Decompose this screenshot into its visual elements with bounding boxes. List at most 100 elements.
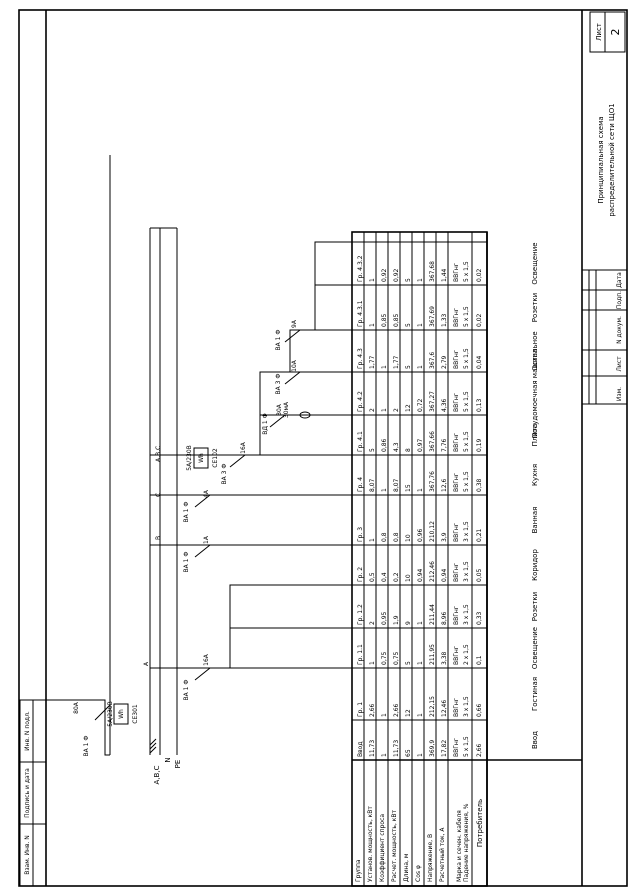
kitchen-meter	[193, 447, 209, 469]
row-header: Установ. мощность, кВт	[367, 806, 374, 882]
cell-u: 367,68	[429, 261, 436, 282]
cell-len: 5	[405, 323, 412, 327]
cell-p-calc: 0,92	[393, 268, 400, 282]
cell-i: 12,6	[441, 478, 448, 492]
n-label: N	[164, 757, 172, 762]
cell-cable-section: 3 х 1,5	[463, 604, 470, 625]
br-g42-rating: 10А	[291, 359, 298, 372]
cell-cable-section: 5 х 1,5	[463, 348, 470, 369]
cell-p-calc: 0,8	[393, 532, 400, 542]
row-header: Потребитель	[476, 799, 484, 847]
cell-u: 212,15	[429, 696, 436, 717]
sheet-label: Лист	[595, 23, 603, 41]
cell-p-calc: 4,3	[393, 442, 400, 452]
drawing-title-1: Принципиальная схема	[597, 116, 605, 203]
cell-i: 1,33	[441, 313, 448, 327]
data-table	[351, 231, 582, 887]
cell-cos: 1	[417, 278, 424, 282]
cell-len: 15	[405, 484, 412, 492]
main-meter-symbol: Wh	[118, 709, 125, 719]
cell-group: Гр. 4.3.2	[357, 255, 364, 282]
main-meter-rating: 5А/230В	[107, 701, 114, 727]
cell-kc: 1	[381, 488, 388, 492]
row-header: Группа	[355, 859, 362, 882]
cell-du: 2,66	[476, 743, 483, 757]
cell-cable-section: 5 х 1,5	[463, 391, 470, 412]
cell-cos: 1	[417, 365, 424, 369]
cell-u: 211,44	[429, 604, 436, 625]
br-g1-name: ВА 1 Ф	[183, 679, 190, 700]
cell-u: 367,76	[429, 471, 436, 492]
cell-cable-type: ВВГнг	[453, 393, 460, 412]
cell-kc: 0,4	[381, 572, 388, 582]
cell-consumer: Остальное	[531, 331, 539, 371]
cell-du: 0,05	[476, 568, 483, 582]
cell-len: 65	[405, 749, 412, 757]
rcd-rating2: 30мА	[283, 401, 290, 418]
cell-p-inst: 2	[369, 621, 376, 625]
cell-p-inst: 8,07	[369, 478, 376, 492]
cell-cable-type: ВВГнг	[453, 473, 460, 492]
cell-consumer: Кухня	[531, 464, 539, 486]
cell-p-inst: 0,5	[369, 572, 376, 582]
cell-kc: 1	[381, 753, 388, 757]
cell-group: Гр. 4.3.1	[357, 300, 364, 327]
kitchen-meter-rating: 5А/230В	[186, 445, 193, 471]
phase-c-label: C	[155, 493, 162, 497]
cell-cos: 0,96	[417, 528, 424, 542]
cell-u: 212,46	[429, 561, 436, 582]
phase-abc-label: A,B,C	[155, 446, 162, 462]
br-g2-name: ВА 1 Ф	[183, 551, 190, 572]
cell-cos: 1	[417, 753, 424, 757]
cell-du: 0,04	[476, 355, 483, 369]
cell-kc: 1	[381, 713, 388, 717]
cell-cable-section: 5 х 1,5	[463, 306, 470, 327]
cell-group: Гр. 4.1	[357, 431, 364, 452]
cell-kc: 0,95	[381, 611, 388, 625]
cell-len: 12	[405, 404, 412, 412]
kitchen-meter-model: СЕ102	[212, 448, 219, 468]
cell-consumer: Розетки	[531, 293, 539, 322]
cell-cable-type: ВВГнг	[453, 646, 460, 665]
cell-group: Гр. 3	[357, 527, 364, 542]
cell-len: 9	[405, 621, 412, 625]
cell-cable-section: 3 х 1,5	[463, 561, 470, 582]
cell-u: 211,95	[429, 644, 436, 665]
cell-len: 5	[405, 661, 412, 665]
cell-p-calc: 0,75	[393, 651, 400, 665]
cell-du: 0,02	[476, 268, 483, 282]
cell-group: Ввод	[357, 742, 364, 757]
cell-i: 3,9	[441, 532, 448, 542]
cell-du: 0,13	[476, 398, 483, 412]
strip-label-2: Подпись и дата	[24, 768, 31, 818]
cell-i: 12,46	[441, 700, 448, 717]
cell-consumer: Ванная	[531, 507, 539, 534]
cell-du: 0,21	[476, 528, 483, 542]
kitchen-meter-symbol: Wh	[198, 453, 205, 463]
br-g1-rating: 16А	[203, 653, 210, 666]
cell-cable-type: ВВГнг	[453, 263, 460, 282]
cell-p-calc: 1,9	[393, 615, 400, 625]
cell-consumer: Розетки	[531, 592, 539, 621]
cell-kc: 0,8	[381, 532, 388, 542]
cell-p-inst: 1	[369, 538, 376, 542]
row-header: Напряжение, В	[427, 834, 434, 882]
stamp-col-izm: Изм.	[616, 387, 623, 401]
cell-group: Гр. 4.3	[357, 348, 364, 369]
row-header: Длина, м	[403, 854, 410, 882]
cell-cable-section: 2 х 1,5	[463, 644, 470, 665]
stamp-col-doc: N докум.	[616, 316, 623, 344]
phase-b-label: B	[155, 536, 162, 540]
cell-u: 367,69	[429, 306, 436, 327]
cell-cable-type: ВВГнг	[453, 606, 460, 625]
main-meter	[113, 703, 129, 725]
cell-i: 1,44	[441, 268, 448, 282]
row-header: Коэффициент спроса	[379, 814, 386, 882]
cell-cable-section: 5 х 1,5	[463, 471, 470, 492]
cell-cable-section: 5 х 1,5	[463, 261, 470, 282]
cell-cos: 0,72	[417, 398, 424, 412]
